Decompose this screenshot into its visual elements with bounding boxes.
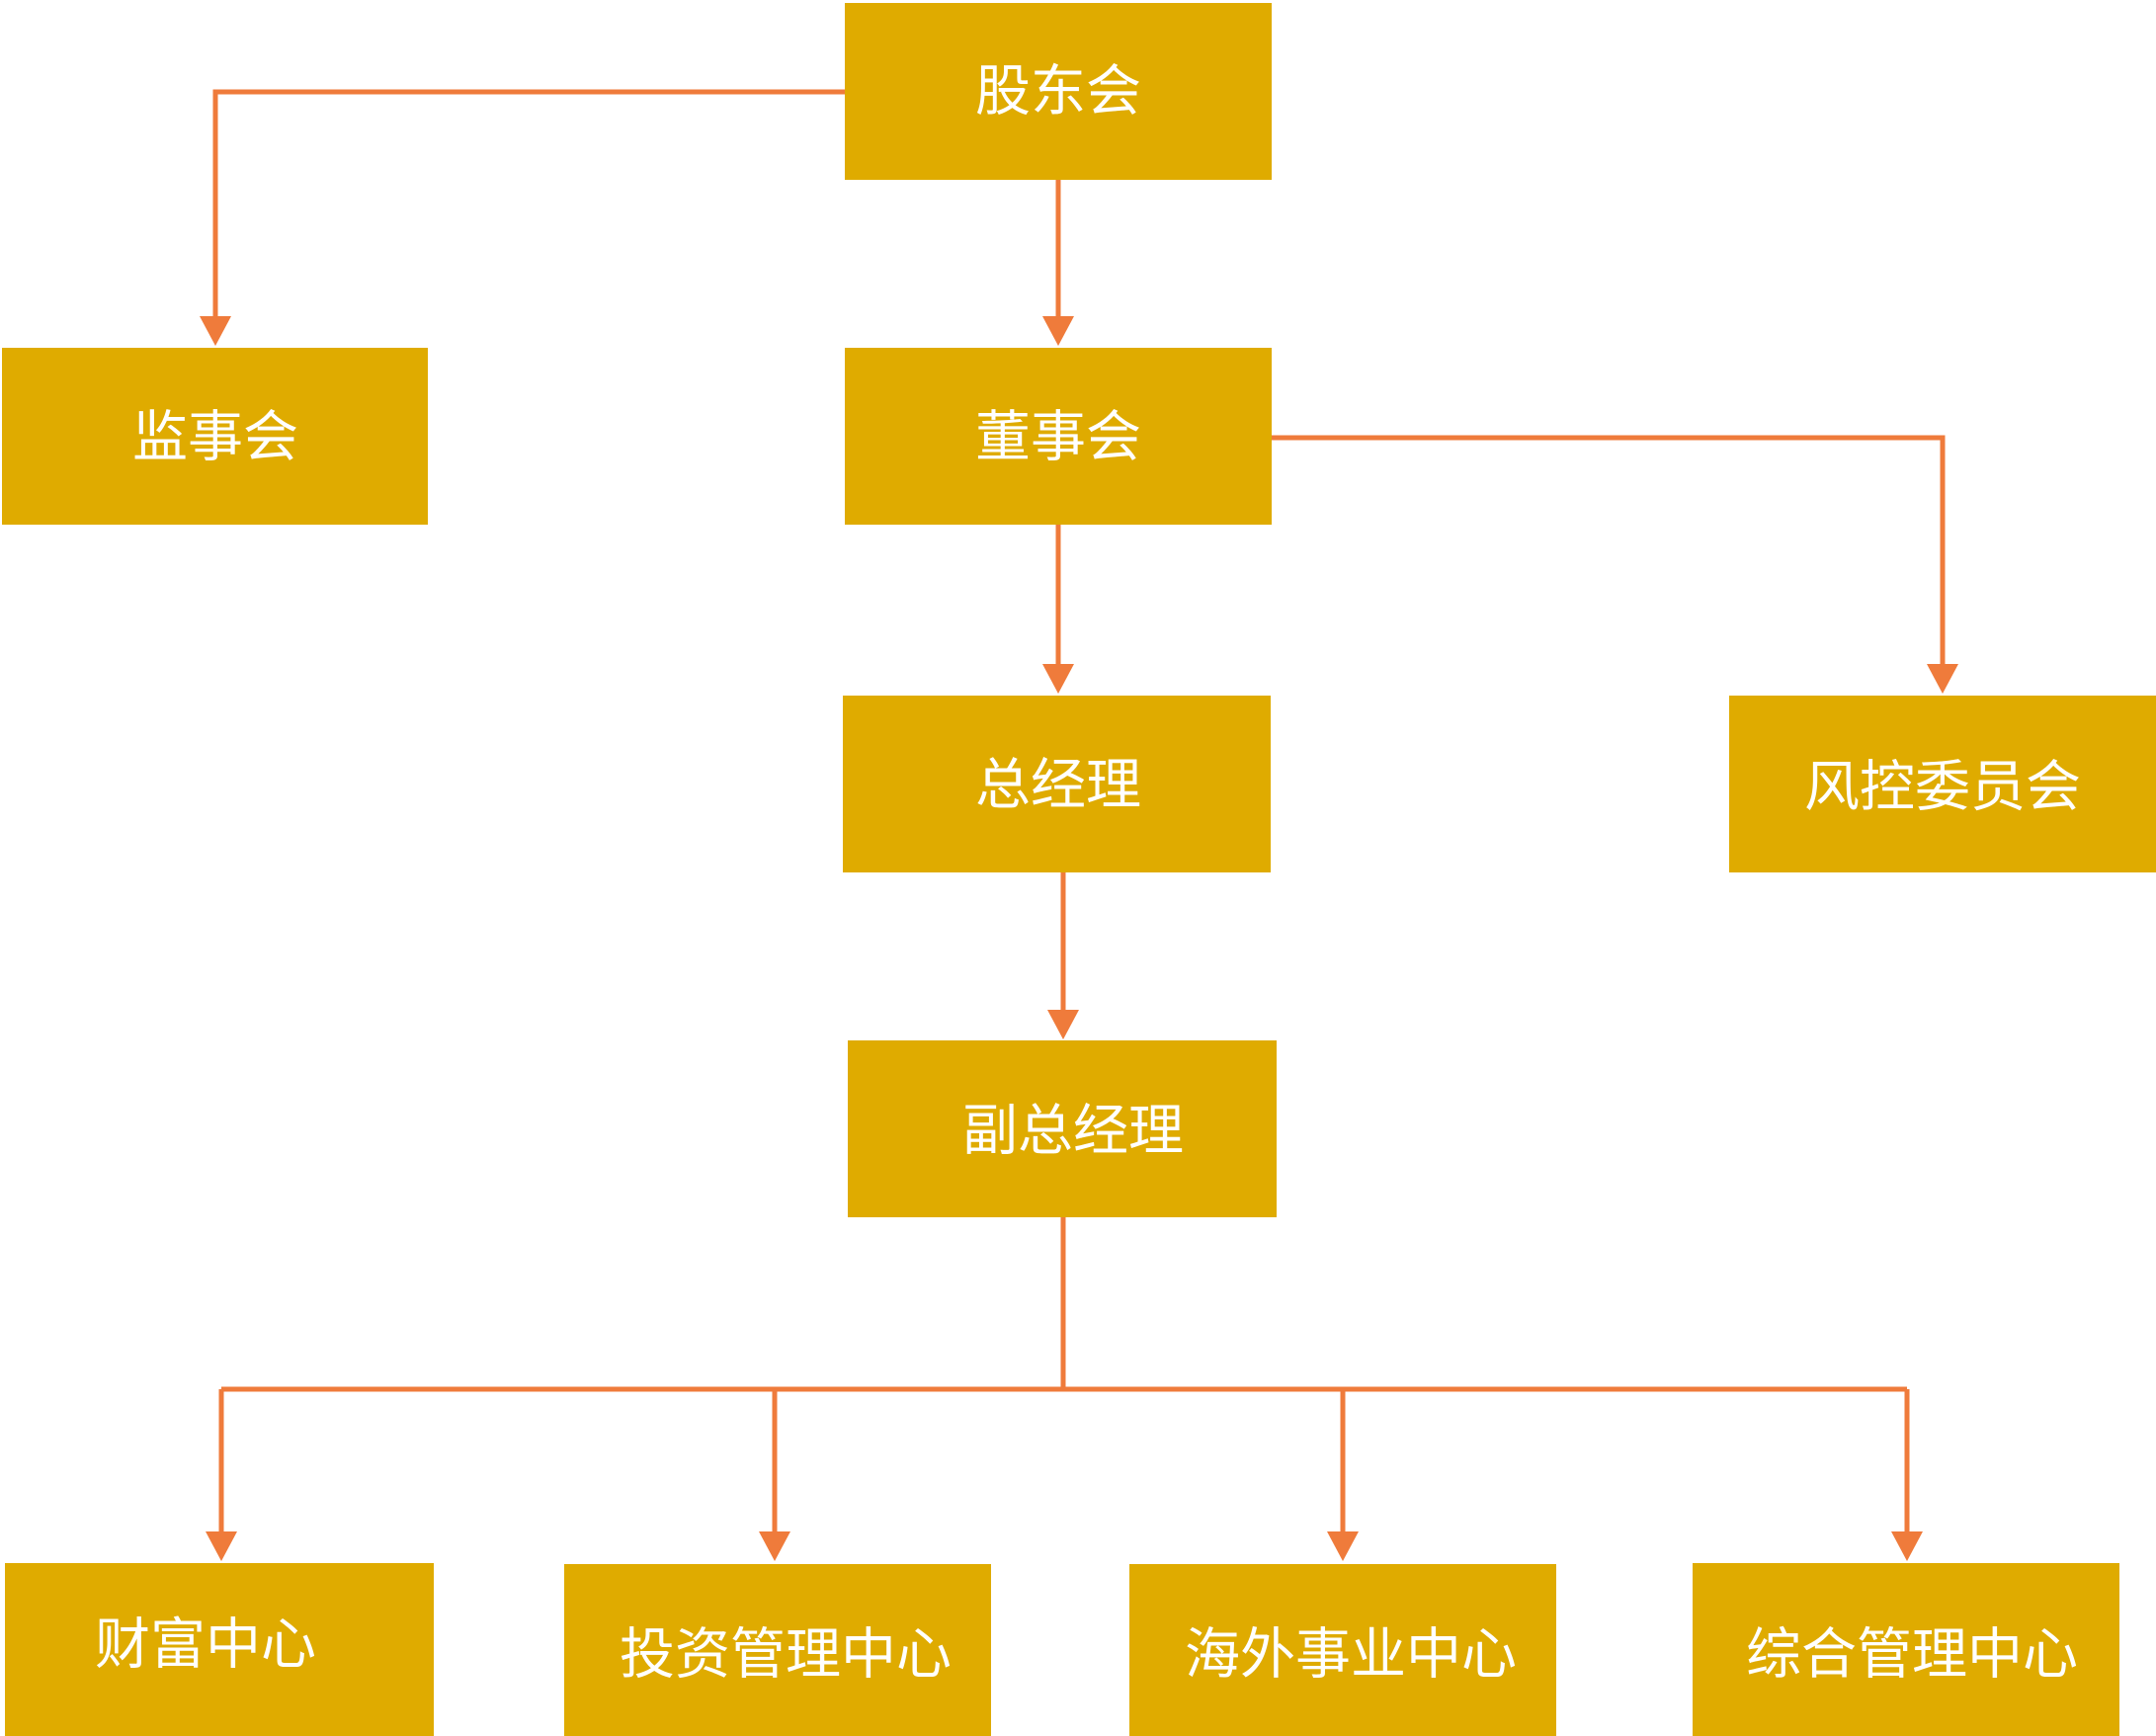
node-board: 董事会 xyxy=(845,348,1272,525)
node-investment: 投资管理中心 xyxy=(564,1564,991,1736)
node-shareholders-label: 股东会 xyxy=(975,60,1141,124)
arrow-deputy xyxy=(1047,1010,1079,1039)
node-admin: 综合管理中心 xyxy=(1693,1563,2119,1736)
node-admin-label: 综合管理中心 xyxy=(1746,1623,2078,1688)
arrow-gm xyxy=(1042,664,1074,694)
arrow-admin xyxy=(1891,1531,1923,1561)
node-wealth: 财富中心 xyxy=(5,1563,434,1736)
node-board-label: 董事会 xyxy=(975,406,1141,470)
edges xyxy=(200,89,1958,1561)
node-deputy-gm-label: 副总经理 xyxy=(962,1100,1184,1164)
node-risk: 风控委员会 xyxy=(1729,696,2156,872)
node-overseas-label: 海外事业中心 xyxy=(1185,1623,1517,1688)
node-deputy-gm: 副总经理 xyxy=(848,1040,1277,1217)
arrow-overseas xyxy=(1327,1531,1359,1561)
node-shareholders: 股东会 xyxy=(845,3,1272,180)
node-risk-label: 风控委员会 xyxy=(1804,756,2081,820)
arrow-investment xyxy=(759,1531,790,1561)
node-overseas: 海外事业中心 xyxy=(1129,1564,1556,1736)
edge-shareholders-supervisors xyxy=(212,89,845,316)
node-wealth-label: 财富中心 xyxy=(95,1613,316,1678)
arrow-wealth xyxy=(206,1531,237,1561)
arrow-board xyxy=(1042,316,1074,346)
node-gm-label: 总经理 xyxy=(975,754,1141,818)
node-gm: 总经理 xyxy=(843,696,1271,872)
arrow-risk xyxy=(1927,664,1958,694)
node-supervisors: 监事会 xyxy=(2,348,428,525)
edge-board-risk xyxy=(1272,435,1946,664)
arrow-supervisors xyxy=(200,316,231,346)
node-supervisors-label: 监事会 xyxy=(132,406,298,470)
node-investment-label: 投资管理中心 xyxy=(620,1623,952,1688)
